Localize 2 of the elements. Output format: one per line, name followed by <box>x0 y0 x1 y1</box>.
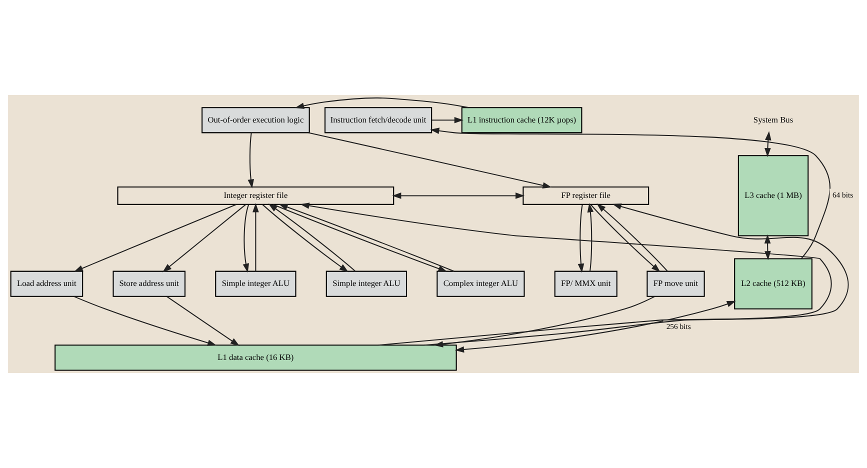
edge-label: 64 bits <box>832 190 854 200</box>
edge-label: 256 bits <box>666 322 691 331</box>
